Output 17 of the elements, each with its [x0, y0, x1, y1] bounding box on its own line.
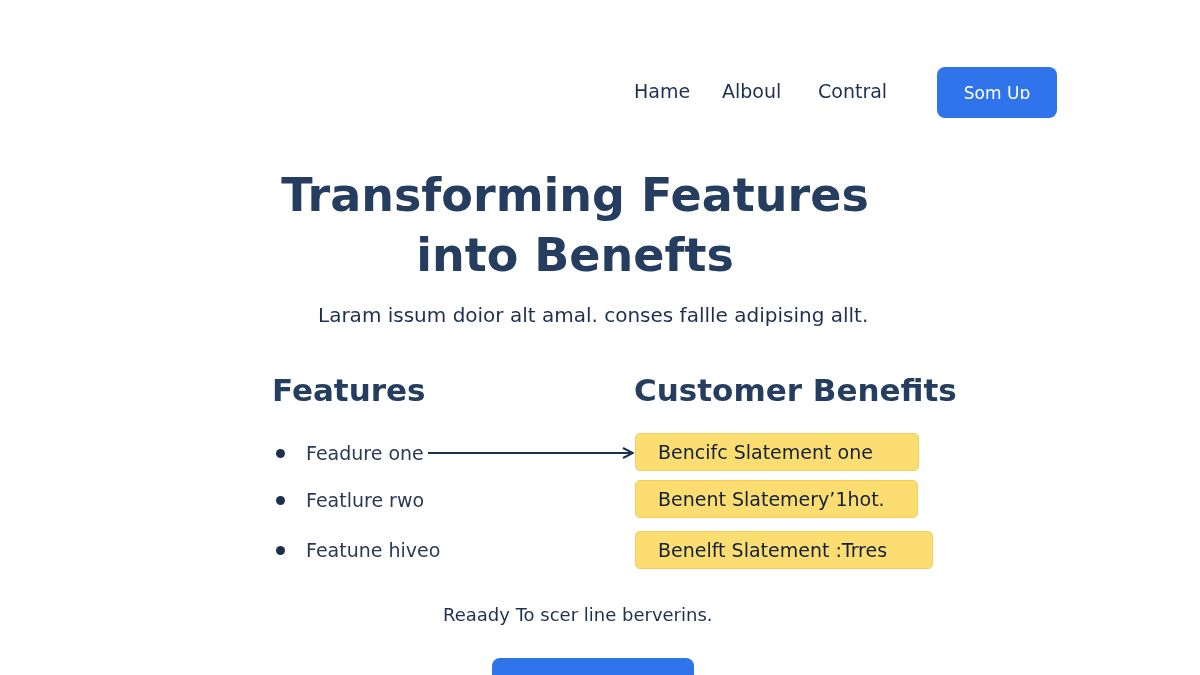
section-heading: Customer Benefits: [634, 372, 957, 408]
nav-link: Contral: [818, 80, 888, 102]
subtitle: Laram issum doior alt amal. conses fallle adipising allt.: [318, 303, 869, 327]
sign-up-button: Som Uɒ: [937, 67, 1057, 118]
nav-link: Hame: [634, 80, 691, 102]
nav-link: Alboul: [722, 80, 782, 102]
list-item: Featune hiveo: [306, 537, 441, 563]
list-item: Featlure rwo: [306, 487, 425, 513]
benefit-box: Benent Slatemery’1hot.: [635, 480, 918, 518]
section-heading: Features: [272, 372, 426, 408]
benefit-box: Bencifc Slatement one: [635, 433, 919, 471]
call-to-action-text: Reaady To scer line berverins.: [443, 604, 713, 625]
list-item: Feadure one: [306, 440, 424, 466]
arrow: [428, 447, 634, 459]
page-title: Transforming Features into Benefts: [280, 167, 870, 284]
get-started-button: [492, 658, 694, 675]
benefit-box: Benelft Slatement :Trres: [635, 531, 933, 569]
